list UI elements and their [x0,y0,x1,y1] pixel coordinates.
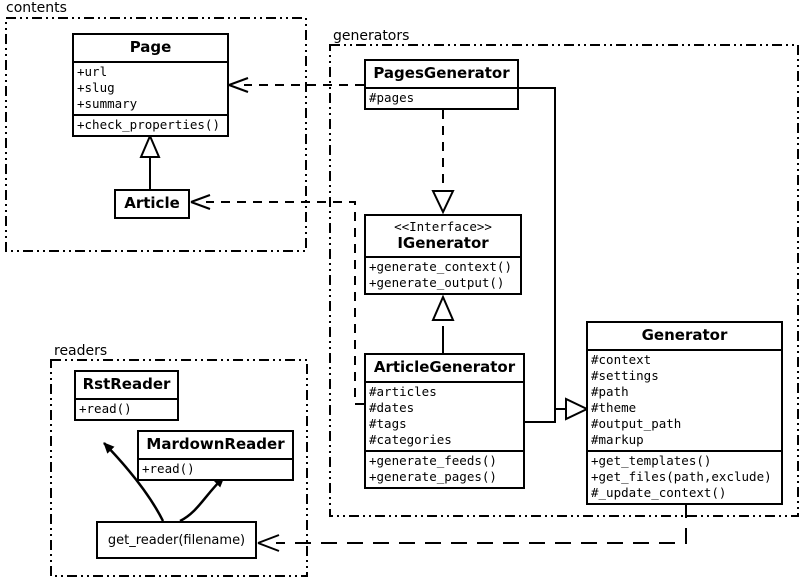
class-igenerator-methods: +generate_context() +generate_output() [366,256,520,293]
method: +read() [142,461,195,476]
class-page-name: Page [129,38,172,56]
class-rst-reader-methods: +read() [76,398,177,419]
class-article-generator[interactable]: ArticleGenerator #articles #dates #tags … [364,353,525,489]
class-pages-generator[interactable]: PagesGenerator #pages [364,59,519,110]
attribute: #dates [369,400,415,415]
dependency-generator-getreader [257,502,687,552]
function-get-reader-label: get_reader(filename) [107,532,246,548]
method: +get_templates() [591,453,712,468]
class-igenerator-stereotype: <<Interface>> [394,219,492,234]
method: +generate_output() [369,275,505,290]
attribute: #output_path [591,416,682,431]
package-label-generators: generators [331,28,412,44]
class-article[interactable]: Article [114,189,190,219]
realization-pagesgenerator-igenerator [431,110,455,215]
method: +get_files(path,exclude) [591,469,772,484]
attribute: #tags [369,416,407,431]
class-page-attributes: +url +slug +summary [74,61,227,114]
class-mardown-reader-methods: +read() [139,458,292,479]
generalization-articlegenerator-igenerator [431,294,455,355]
method: +check_properties() [77,117,220,132]
method: #_update_context() [591,485,727,500]
class-mardown-reader[interactable]: MardownReader +read() [137,430,294,481]
class-rst-reader-name: RstReader [82,375,171,393]
method: +generate_feeds() [369,453,497,468]
package-label-readers: readers [52,343,110,359]
class-article-generator-name: ArticleGenerator [373,358,516,376]
class-generator-attributes: #context #settings #path #theme #output_… [588,349,781,450]
class-igenerator-header: <<Interface>> IGenerator [366,216,520,256]
class-mardown-reader-name: MardownReader [146,435,285,453]
method: +read() [79,401,132,416]
attribute: #categories [369,432,452,447]
class-rst-reader[interactable]: RstReader +read() [74,370,179,421]
class-generator-methods: +get_templates() +get_files(path,exclude… [588,450,781,503]
method: +generate_context() [369,259,512,274]
class-pages-generator-name: PagesGenerator [373,64,510,82]
class-pages-generator-attributes: #pages [366,87,517,108]
class-article-generator-attributes: #articles #dates #tags #categories [366,381,523,450]
class-page-methods: +check_properties() [74,114,227,135]
class-article-generator-methods: +generate_feeds() +generate_pages() [366,450,523,487]
attribute: #pages [369,90,415,105]
attribute: #markup [591,432,644,447]
attribute: +summary [77,96,138,111]
attribute: +slug [77,80,115,95]
class-generator-name: Generator [641,326,728,344]
class-igenerator-name: IGenerator [397,234,489,252]
generalization-articlegenerator-generator [525,397,590,423]
method: +generate_pages() [369,469,497,484]
attribute: #context [591,352,652,367]
package-label-contents: contents [4,0,69,16]
function-get-reader[interactable]: get_reader(filename) [96,521,257,559]
attribute: #settings [591,368,659,383]
class-article-name: Article [124,194,180,212]
generalization-pagesgenerator-generator [519,87,569,410]
attribute: #articles [369,384,437,399]
attribute: +url [77,64,108,79]
class-generator[interactable]: Generator #context #settings #path #them… [586,321,783,505]
class-igenerator[interactable]: <<Interface>> IGenerator +generate_conte… [364,214,522,295]
generalization-article-page [139,133,161,190]
dependency-articlegenerator-article [190,194,364,405]
attribute: #theme [591,400,637,415]
attribute: #path [591,384,629,399]
creates-getreader-mardownreader [179,476,225,523]
dependency-pagesgenerator-page [228,77,364,93]
class-page[interactable]: Page +url +slug +summary +check_properti… [72,33,229,137]
